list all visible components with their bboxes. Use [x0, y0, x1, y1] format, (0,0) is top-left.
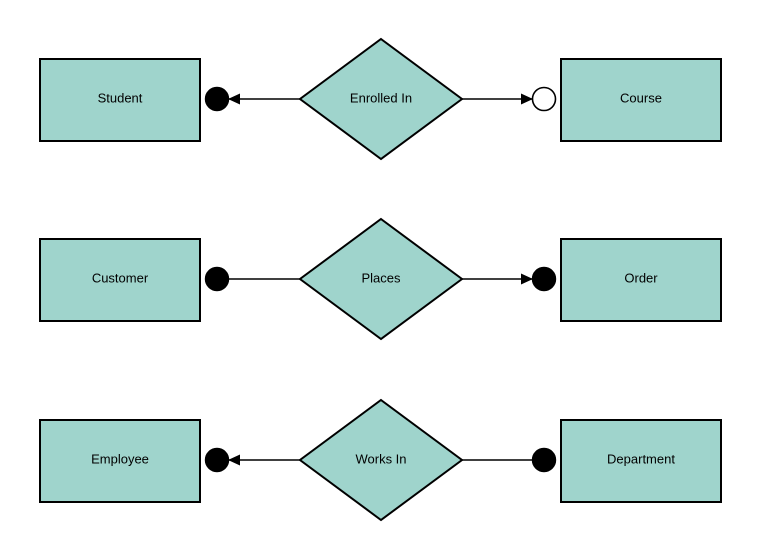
- entity-box-customer[interactable]: [39, 238, 201, 322]
- arrowhead-left-row-3: [228, 454, 240, 466]
- entity-box-course[interactable]: [560, 58, 722, 142]
- relationship-diamond-places[interactable]: [298, 217, 464, 341]
- arrowhead-right-row-1: [521, 93, 533, 105]
- entity-label-employee: Employee: [91, 451, 149, 466]
- relationship-diamond-works-in[interactable]: [298, 398, 464, 522]
- entity-box-student[interactable]: [39, 58, 201, 142]
- entity-box-department[interactable]: [560, 419, 722, 503]
- relationship-row-employee-works-in-department: Employee Works In Department: [39, 398, 722, 522]
- relationship-label-places: Places: [361, 270, 401, 285]
- relationship-label-works-in: Works In: [355, 451, 406, 466]
- cardinality-dot-filled-left-row-1: [204, 86, 230, 112]
- arrowhead-left-row-1: [228, 93, 240, 105]
- cardinality-dot-open-right-row-1: [531, 86, 557, 112]
- arrowhead-right-row-2: [521, 273, 533, 285]
- entity-label-course: Course: [620, 90, 662, 105]
- relationship-row-student-enrolled-in-course: Student Enrolled In Course: [39, 37, 722, 161]
- entity-label-order: Order: [624, 270, 658, 285]
- cardinality-dot-filled-right-row-3: [531, 447, 557, 473]
- entity-box-employee[interactable]: [39, 419, 201, 503]
- cardinality-dot-filled-left-row-2: [204, 266, 230, 292]
- cardinality-dot-filled-right-row-2: [531, 266, 557, 292]
- relationship-label-enrolled-in: Enrolled In: [350, 90, 412, 105]
- entity-label-customer: Customer: [92, 270, 149, 285]
- relationship-diamond-enrolled-in[interactable]: [298, 37, 464, 161]
- relationship-row-customer-places-order: Customer Places Order: [39, 217, 722, 341]
- cardinality-dot-filled-left-row-3: [204, 447, 230, 473]
- entity-label-student: Student: [98, 90, 143, 105]
- entity-box-order[interactable]: [560, 238, 722, 322]
- entity-label-department: Department: [607, 451, 675, 466]
